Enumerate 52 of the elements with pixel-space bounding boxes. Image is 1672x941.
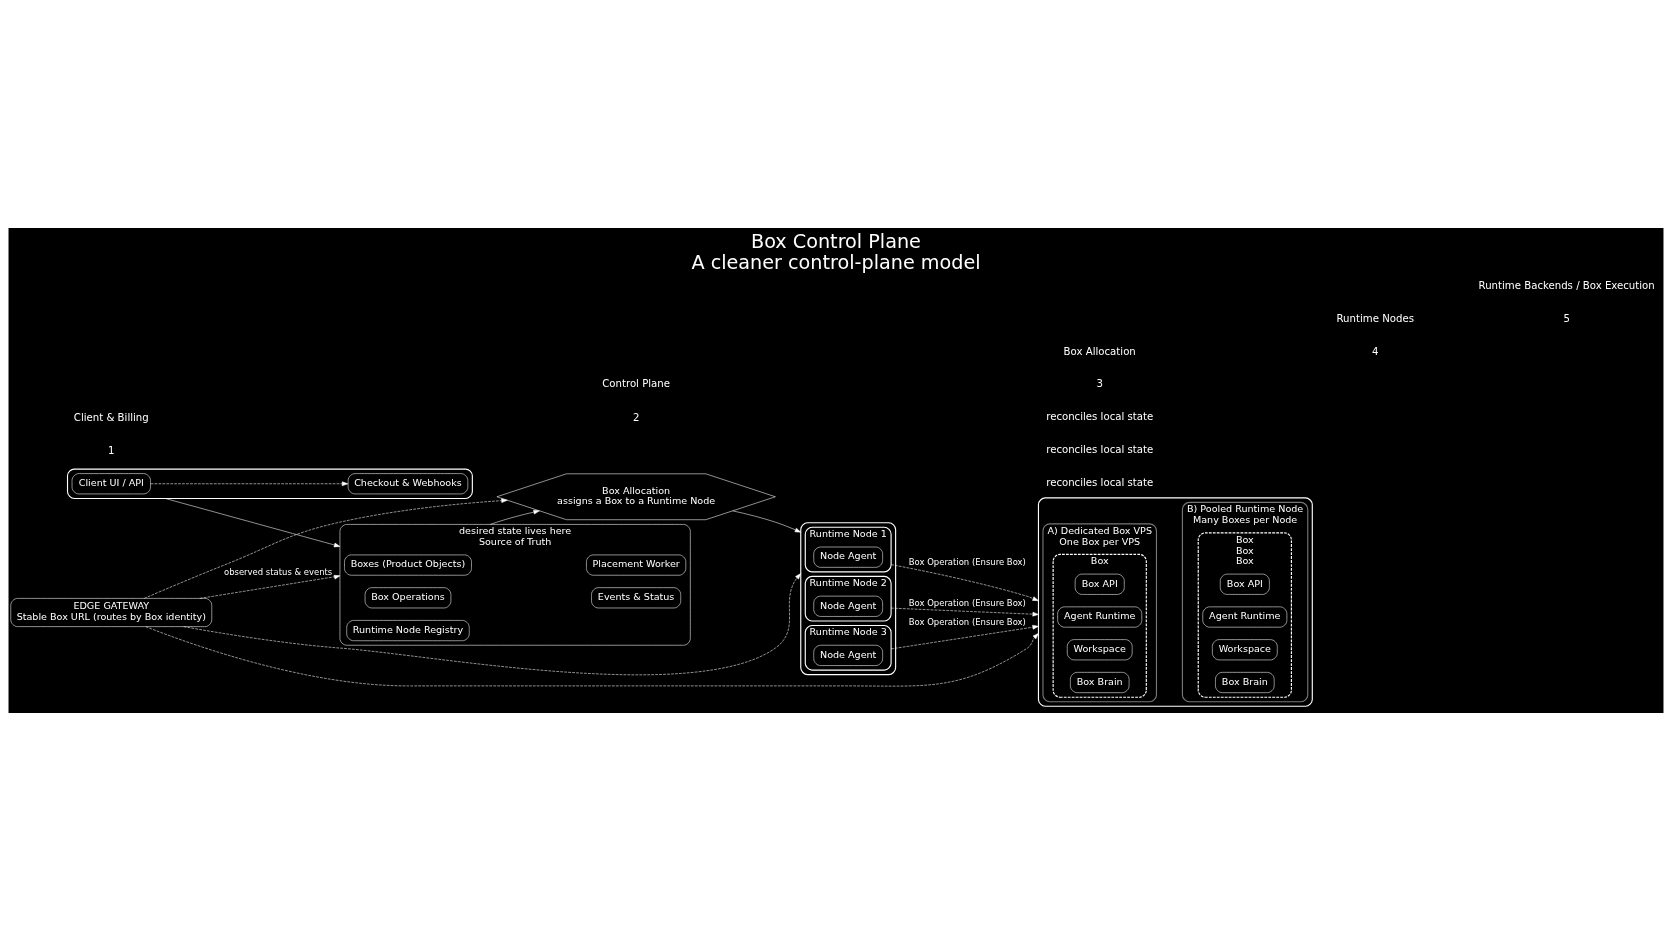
diagram-title: Box Control Plane <box>751 229 921 253</box>
node-box: Boxes (Product Objects) <box>344 554 472 576</box>
label: 2 <box>632 411 640 423</box>
node-box: Node Agent <box>813 546 883 568</box>
node-box: Box Operations <box>364 587 452 609</box>
node-box: Client UI / API <box>71 473 151 495</box>
node-box: Node Agent <box>813 644 883 666</box>
node-box: Node Agent <box>813 595 883 617</box>
arrow <box>199 575 341 599</box>
arrow <box>490 509 540 525</box>
label: Control Plane <box>602 378 671 390</box>
edge-label: Box Operation (Ensure Box) <box>908 597 1026 608</box>
arrow <box>890 607 1039 617</box>
cluster <box>800 522 897 676</box>
label: reconciles local state <box>1046 443 1154 455</box>
label: 4 <box>1372 345 1379 357</box>
label: 3 <box>1096 378 1103 390</box>
label: 5 <box>1563 312 1570 324</box>
node-box: Placement Worker <box>586 554 687 576</box>
arrow <box>150 481 349 486</box>
label: reconciles local state <box>1046 476 1154 488</box>
label: 1 <box>108 444 115 456</box>
label: reconciles local state <box>1046 411 1154 423</box>
caption: A cleaner control-plane model <box>691 250 981 274</box>
edge-label: Box Operation (Ensure Box) <box>908 557 1026 568</box>
cluster <box>66 468 473 499</box>
arrow <box>183 573 802 676</box>
node-box: Agent Runtime <box>1057 606 1143 628</box>
label: Runtime Backends / Box Execution <box>1478 280 1655 292</box>
arrow <box>144 498 508 599</box>
node-box: Agent Runtime <box>1202 606 1288 628</box>
node-box: Box API <box>1074 573 1125 595</box>
arrow <box>890 564 1039 601</box>
label: Box Allocation <box>1063 345 1136 357</box>
node-box: Runtime Node Registry <box>346 620 470 641</box>
arrow <box>732 510 802 533</box>
arrow <box>164 498 341 548</box>
node-box: Checkout & Webhooks <box>347 473 469 495</box>
edge-label: observed status & events <box>223 566 333 577</box>
node-box: Box API <box>1220 573 1270 595</box>
node-box: Events & Status <box>591 587 681 609</box>
node-box: Box Brain <box>1070 672 1130 693</box>
label: Runtime Nodes <box>1336 312 1414 324</box>
node-box: Box Brain <box>1215 672 1275 693</box>
node-box: Workspace <box>1066 639 1133 661</box>
arrow <box>890 624 1039 650</box>
arrow <box>145 626 1039 687</box>
node-box: EDGE GATEWAY Stable Box URL (routes by Box identity) <box>10 598 213 627</box>
edge-label: Box Operation (Ensure Box) <box>908 617 1026 628</box>
cluster <box>1037 497 1313 707</box>
label: Client & Billing <box>73 411 149 423</box>
node-box: Workspace <box>1212 639 1278 661</box>
